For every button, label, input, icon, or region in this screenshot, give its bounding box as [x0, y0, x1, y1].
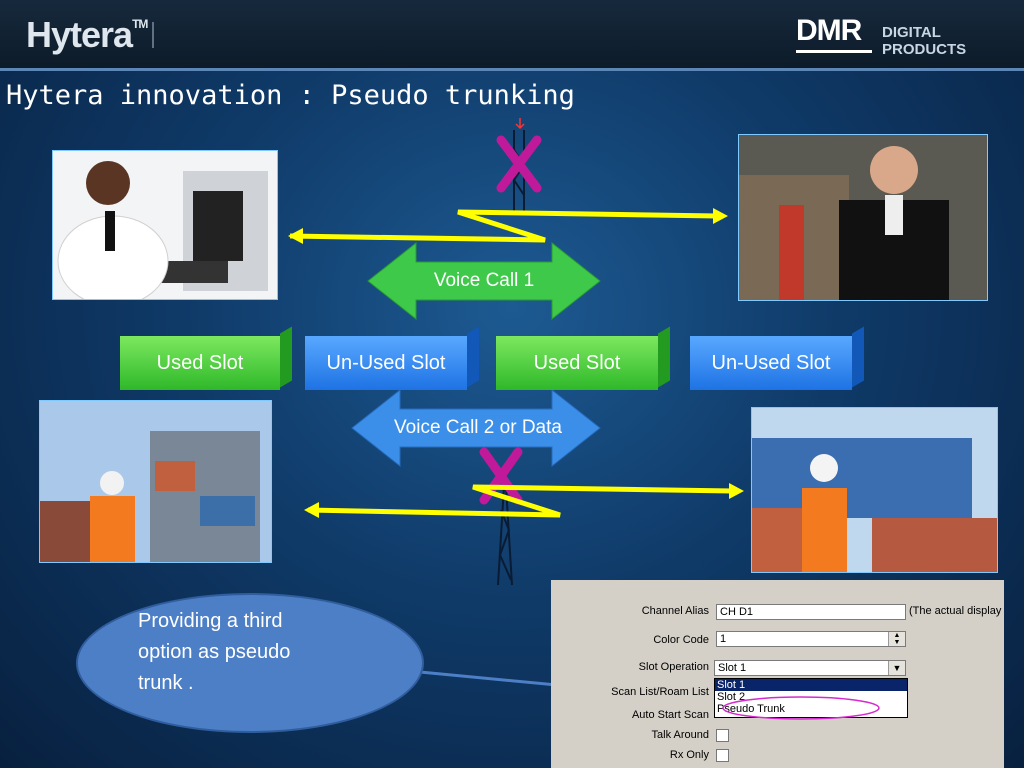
x-mark-icon	[496, 135, 542, 193]
warehouse-man-image	[739, 135, 987, 300]
color-code-stepper[interactable]: ▲▼	[888, 632, 905, 646]
lightning-bolt-top	[289, 209, 719, 243]
callout-text: Providing a third option as pseudo trunk…	[138, 610, 291, 694]
rx-only-label: Rx Only	[669, 749, 709, 761]
option-pseudo-trunk[interactable]: Pseudo Trunk	[717, 703, 785, 715]
talk-around-label: Talk Around	[651, 729, 709, 741]
slot-label: Used Slot	[533, 351, 621, 374]
photo-container-worker-right	[751, 407, 998, 573]
channel-alias-note: (The actual display	[909, 605, 1002, 617]
slot-label: Un-Used Slot	[711, 351, 831, 374]
photo-warehouse-man	[738, 134, 988, 301]
scan-list-label: Scan List/Roam List	[611, 686, 709, 698]
option-slot-2[interactable]: Slot 2	[717, 691, 746, 703]
hytera-logo: HyteraTM	[26, 14, 148, 55]
signal-icon	[515, 118, 525, 130]
color-code-field[interactable]: 1 ▲▼	[716, 631, 906, 647]
channel-alias-label: Channel Alias	[641, 605, 709, 617]
channel-settings-panel: Channel Alias CH D1 (The actual display …	[551, 580, 1004, 768]
talk-around-checkbox[interactable]	[716, 729, 729, 742]
logo-divider	[152, 22, 154, 48]
slot-label: Un-Used Slot	[326, 351, 446, 374]
option-slot-1[interactable]: Slot 1	[715, 679, 907, 691]
slot-2-unused: Un-Used Slot	[305, 326, 479, 390]
slot-operation-select[interactable]: Slot 1 ▼	[714, 660, 906, 676]
dmr-logo: DMR	[796, 14, 862, 47]
header-bar: HyteraTM DMR DIGITAL PRODUCTS	[0, 0, 1024, 71]
slot-3-used: Used Slot	[496, 326, 670, 390]
highlight-ellipse	[722, 696, 880, 720]
photo-security-guard	[52, 150, 278, 300]
callout-bubble	[76, 593, 424, 733]
slot-1-used: Used Slot	[120, 326, 292, 390]
color-code-value: 1	[720, 633, 727, 645]
container-worker-left-image	[40, 401, 271, 562]
color-code-label: Color Code	[653, 634, 709, 646]
voice-call-2-label: Voice Call 2 or Data	[394, 417, 562, 438]
rx-only-checkbox[interactable]	[716, 749, 729, 762]
slot-label: Used Slot	[156, 351, 244, 374]
dmr-logo-underline	[796, 50, 872, 53]
slot-operation-dropdown[interactable]: Slot 1 Slot 2 Pseudo Trunk	[714, 678, 908, 718]
slot-operation-value: Slot 1	[718, 662, 747, 674]
slide-title: Hytera innovation : Pseudo trunking	[6, 80, 575, 111]
photo-container-worker-left	[39, 400, 272, 563]
voice-call-1-arrow	[367, 241, 601, 321]
chevron-down-icon[interactable]: ▼	[888, 661, 905, 675]
channel-alias-field[interactable]: CH D1	[716, 604, 906, 620]
voice-call-1-label: Voice Call 1	[433, 270, 535, 291]
digital-products-label: DIGITAL PRODUCTS	[882, 24, 967, 58]
voice-call-2-arrow	[351, 388, 601, 468]
lightning-bolt-bottom	[307, 484, 734, 518]
auto-start-scan-label: Auto Start Scan	[631, 709, 709, 721]
slot-4-unused: Un-Used Slot	[690, 326, 864, 390]
container-worker-right-image	[752, 408, 997, 572]
slot-operation-label: Slot Operation	[638, 661, 709, 673]
security-guard-image	[57, 161, 268, 299]
